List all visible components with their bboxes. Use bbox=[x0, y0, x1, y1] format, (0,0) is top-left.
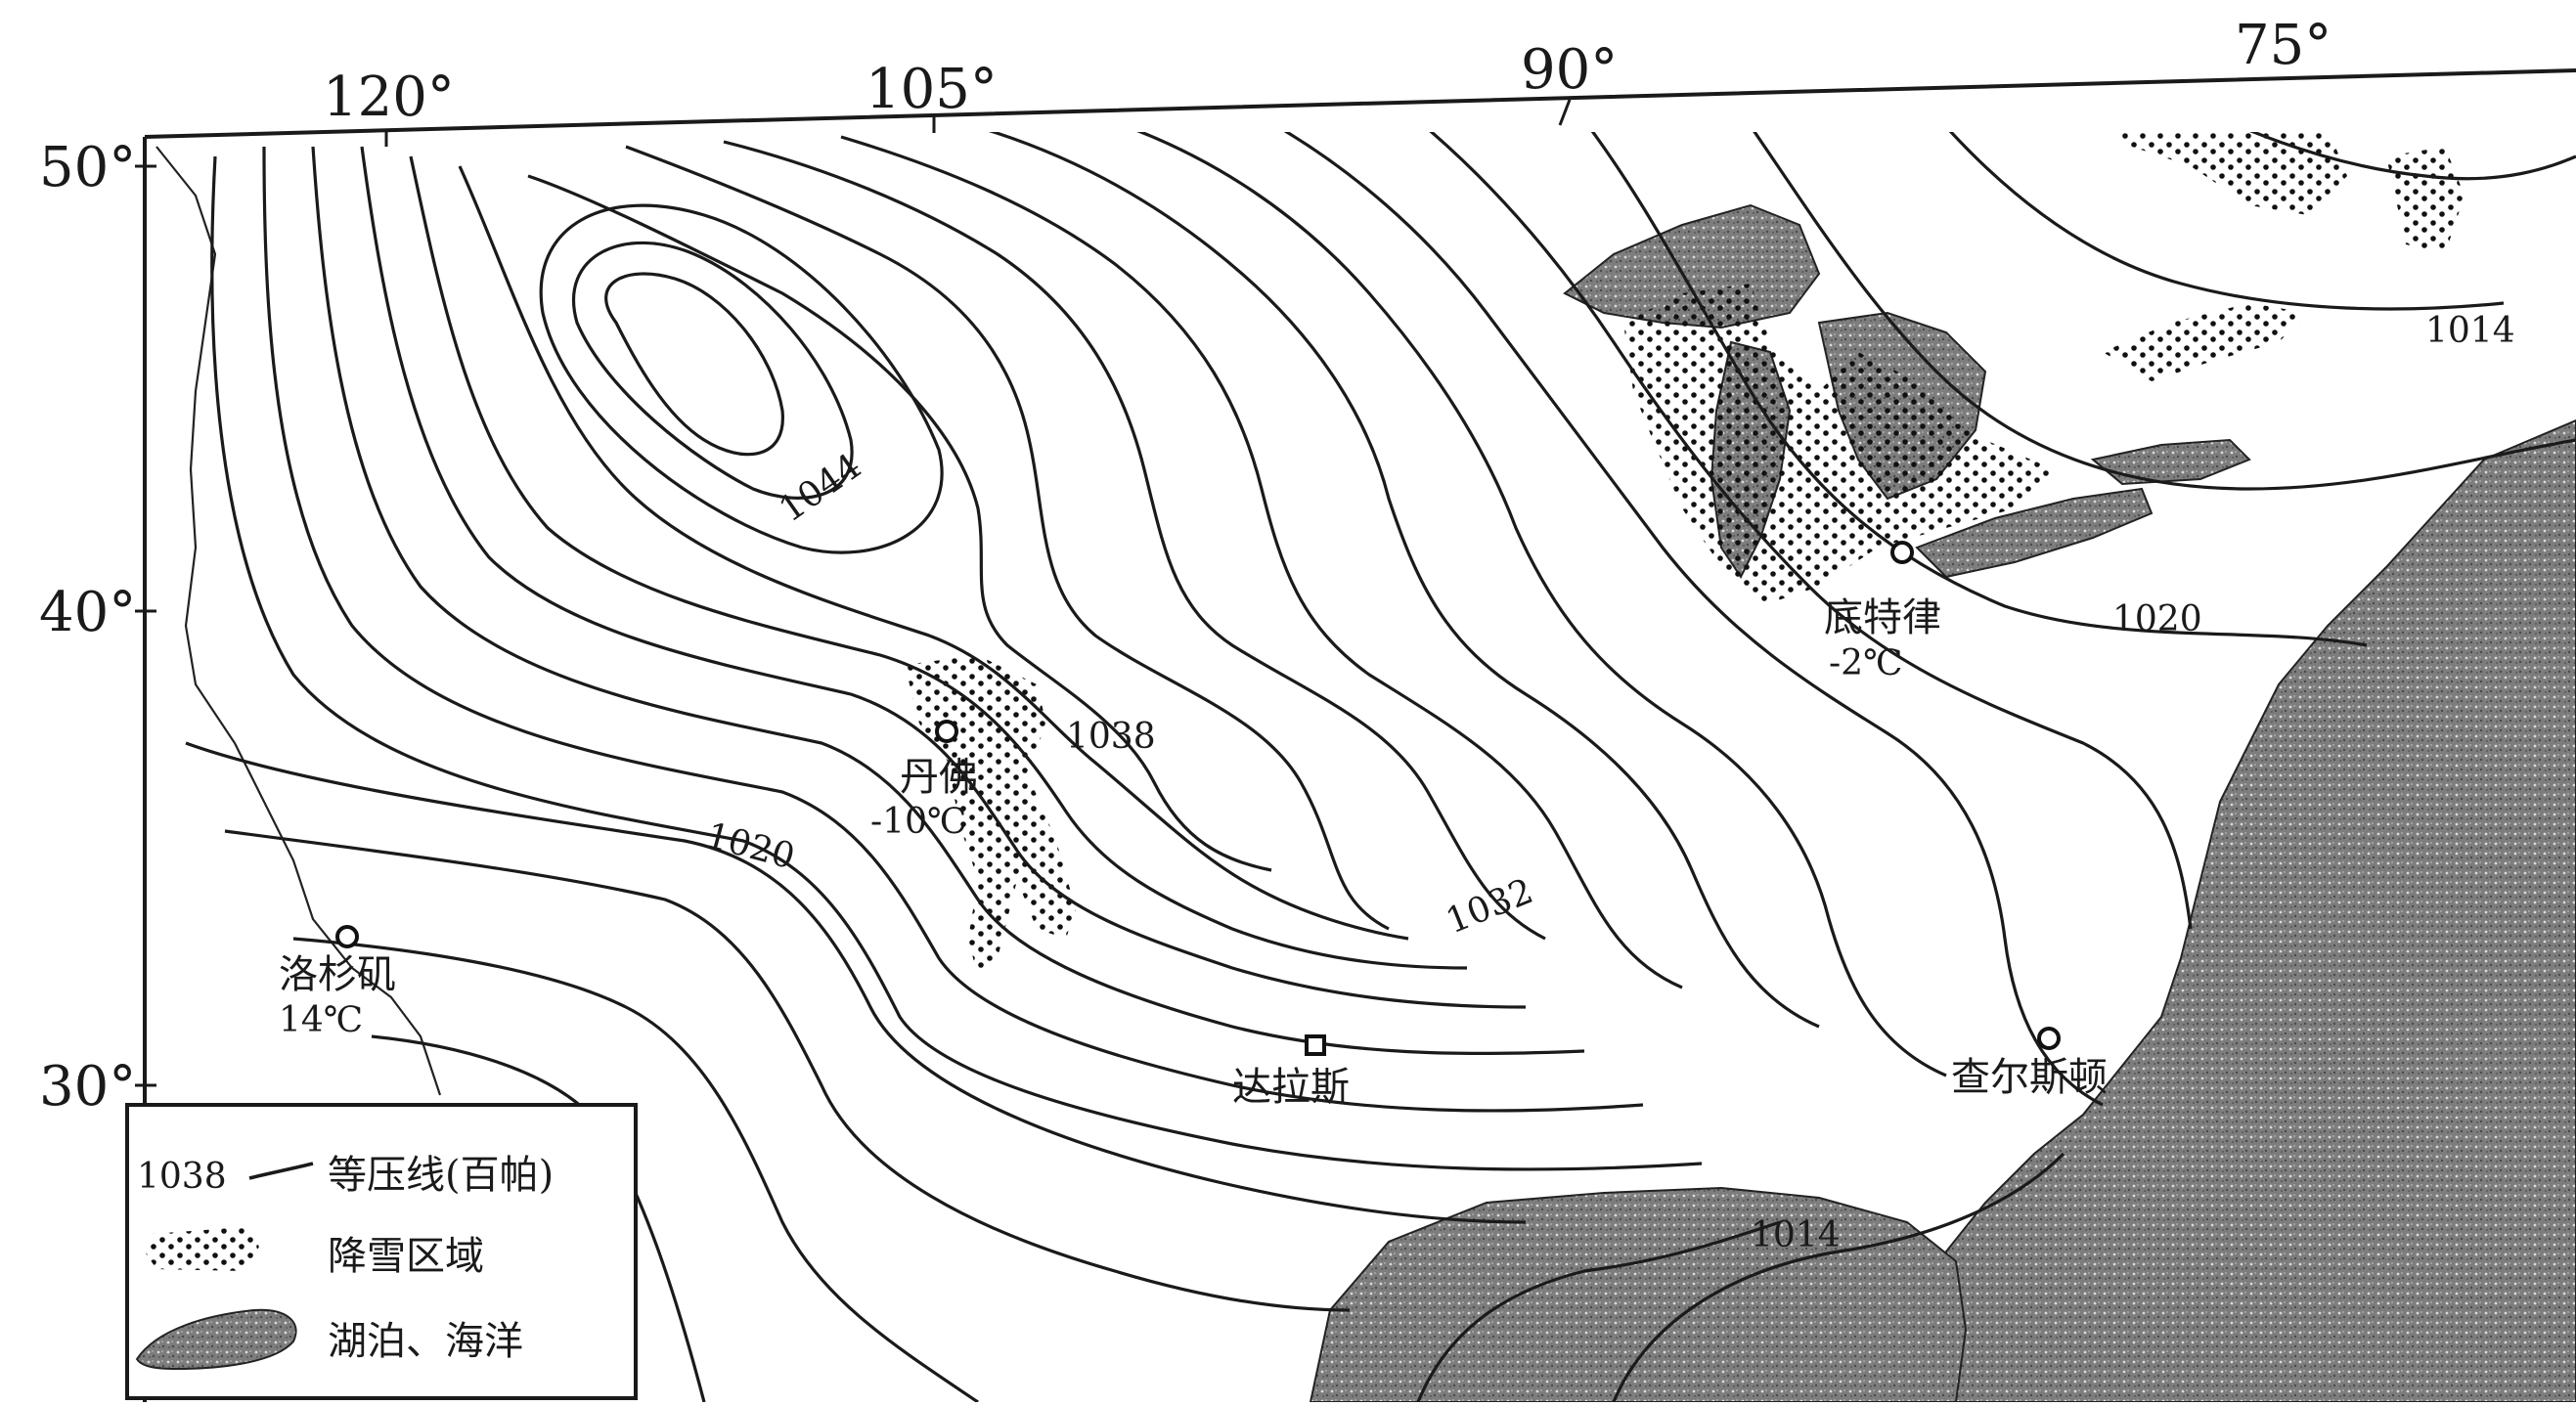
isobar-p bbox=[1753, 132, 2576, 491]
isobar-1032 bbox=[1136, 132, 1947, 1077]
legend-isobar-line bbox=[248, 1162, 314, 1180]
isobar-g bbox=[210, 155, 1703, 1171]
lake-erie bbox=[1915, 487, 2154, 579]
city-label-denver: 丹佛 bbox=[900, 755, 978, 800]
legend: 1038 等压线(百帕) 降雪区域 湖泊、海洋 bbox=[125, 1103, 638, 1400]
atlantic-ocean bbox=[1934, 418, 2576, 1402]
isobar-1044-inner bbox=[604, 272, 784, 457]
snow-area-greatlakes bbox=[1623, 284, 2054, 606]
longitude-label-120: 120° bbox=[323, 66, 455, 129]
isobar-label-1032: 1032 bbox=[1441, 871, 1538, 942]
isobar-l bbox=[840, 135, 1683, 989]
isobar-label-1020-east: 1020 bbox=[2112, 599, 2202, 639]
city-label-dallas: 达拉斯 bbox=[1232, 1065, 1350, 1110]
isobar-m bbox=[988, 132, 1820, 1029]
temp-label-detroit: -2℃ bbox=[1829, 643, 1902, 683]
isobar-i bbox=[292, 937, 979, 1402]
legend-isobar-text: 等压线(百帕) bbox=[328, 1153, 554, 1198]
latitude-label-30: 30° bbox=[39, 1055, 136, 1119]
legend-snow-swatch bbox=[145, 1227, 259, 1271]
city-marker-denver bbox=[935, 720, 958, 743]
longitude-label-75: 75° bbox=[2235, 14, 2332, 77]
legend-snow-text: 降雪区域 bbox=[328, 1234, 484, 1279]
snow-area-northeast bbox=[2110, 132, 2347, 215]
isobar-1020-east bbox=[1590, 132, 2368, 647]
city-label-detroit: 底特律 bbox=[1824, 595, 1941, 640]
isobar-k bbox=[625, 145, 1390, 931]
isobar-n bbox=[1283, 132, 2104, 1107]
legend-water-text: 湖泊、海洋 bbox=[328, 1319, 523, 1364]
temp-label-denver: -10℃ bbox=[870, 802, 966, 842]
isobar-b bbox=[458, 165, 1409, 941]
isobar-1038 bbox=[723, 140, 1546, 941]
temp-label-los-angeles: 14℃ bbox=[279, 1000, 363, 1040]
isobar-1042 bbox=[539, 203, 944, 554]
city-marker-detroit bbox=[1890, 541, 1914, 564]
gulf-of-mexico bbox=[1309, 1186, 1968, 1402]
latitude-ticks bbox=[135, 164, 156, 1087]
city-label-charleston: 查尔斯顿 bbox=[1951, 1055, 2108, 1100]
isobar-a bbox=[527, 174, 1272, 872]
latitude-label-50: 50° bbox=[39, 136, 136, 199]
isobar-e bbox=[311, 146, 1585, 1056]
longitude-label-105: 105° bbox=[866, 58, 998, 121]
isobar-c bbox=[409, 155, 1468, 970]
city-marker-charleston bbox=[2037, 1027, 2061, 1050]
isobar-q bbox=[2249, 132, 2576, 181]
snow-area-maine bbox=[2386, 147, 2465, 254]
city-label-los-angeles: 洛杉矶 bbox=[279, 952, 396, 997]
isobar-o bbox=[1429, 132, 2193, 930]
isobar-label-1014-gulf: 1014 bbox=[1751, 1215, 1841, 1255]
isobar-h bbox=[224, 829, 1351, 1312]
isobar-label-1038: 1038 bbox=[1066, 717, 1156, 757]
west-coastline bbox=[155, 146, 442, 1096]
isobar-gulf-2 bbox=[1416, 1220, 1781, 1402]
city-marker-los-angeles bbox=[335, 925, 359, 948]
city-marker-dallas bbox=[1305, 1034, 1326, 1056]
isobar-d bbox=[360, 146, 1527, 1009]
lake-ontario bbox=[2090, 438, 2251, 486]
isobar-label-1020-west: 1020 bbox=[702, 815, 799, 877]
legend-water-swatch bbox=[135, 1308, 297, 1371]
isobar-1044 bbox=[571, 241, 854, 500]
isobar-f bbox=[262, 146, 1644, 1113]
latitude-label-40: 40° bbox=[39, 581, 136, 644]
legend-isobar-sample: 1038 bbox=[137, 1157, 227, 1197]
isobar-gulf-1 bbox=[1612, 1152, 2065, 1402]
isobar-1020-west bbox=[185, 741, 1527, 1224]
longitude-ticks bbox=[384, 99, 1572, 147]
isobar-label-1014: 1014 bbox=[2425, 311, 2515, 351]
longitude-label-90: 90° bbox=[1521, 38, 1618, 102]
isobar-1014 bbox=[1948, 132, 2505, 311]
snow-area-east bbox=[2103, 303, 2308, 381]
isobar-label-1044: 1044 bbox=[773, 446, 869, 530]
